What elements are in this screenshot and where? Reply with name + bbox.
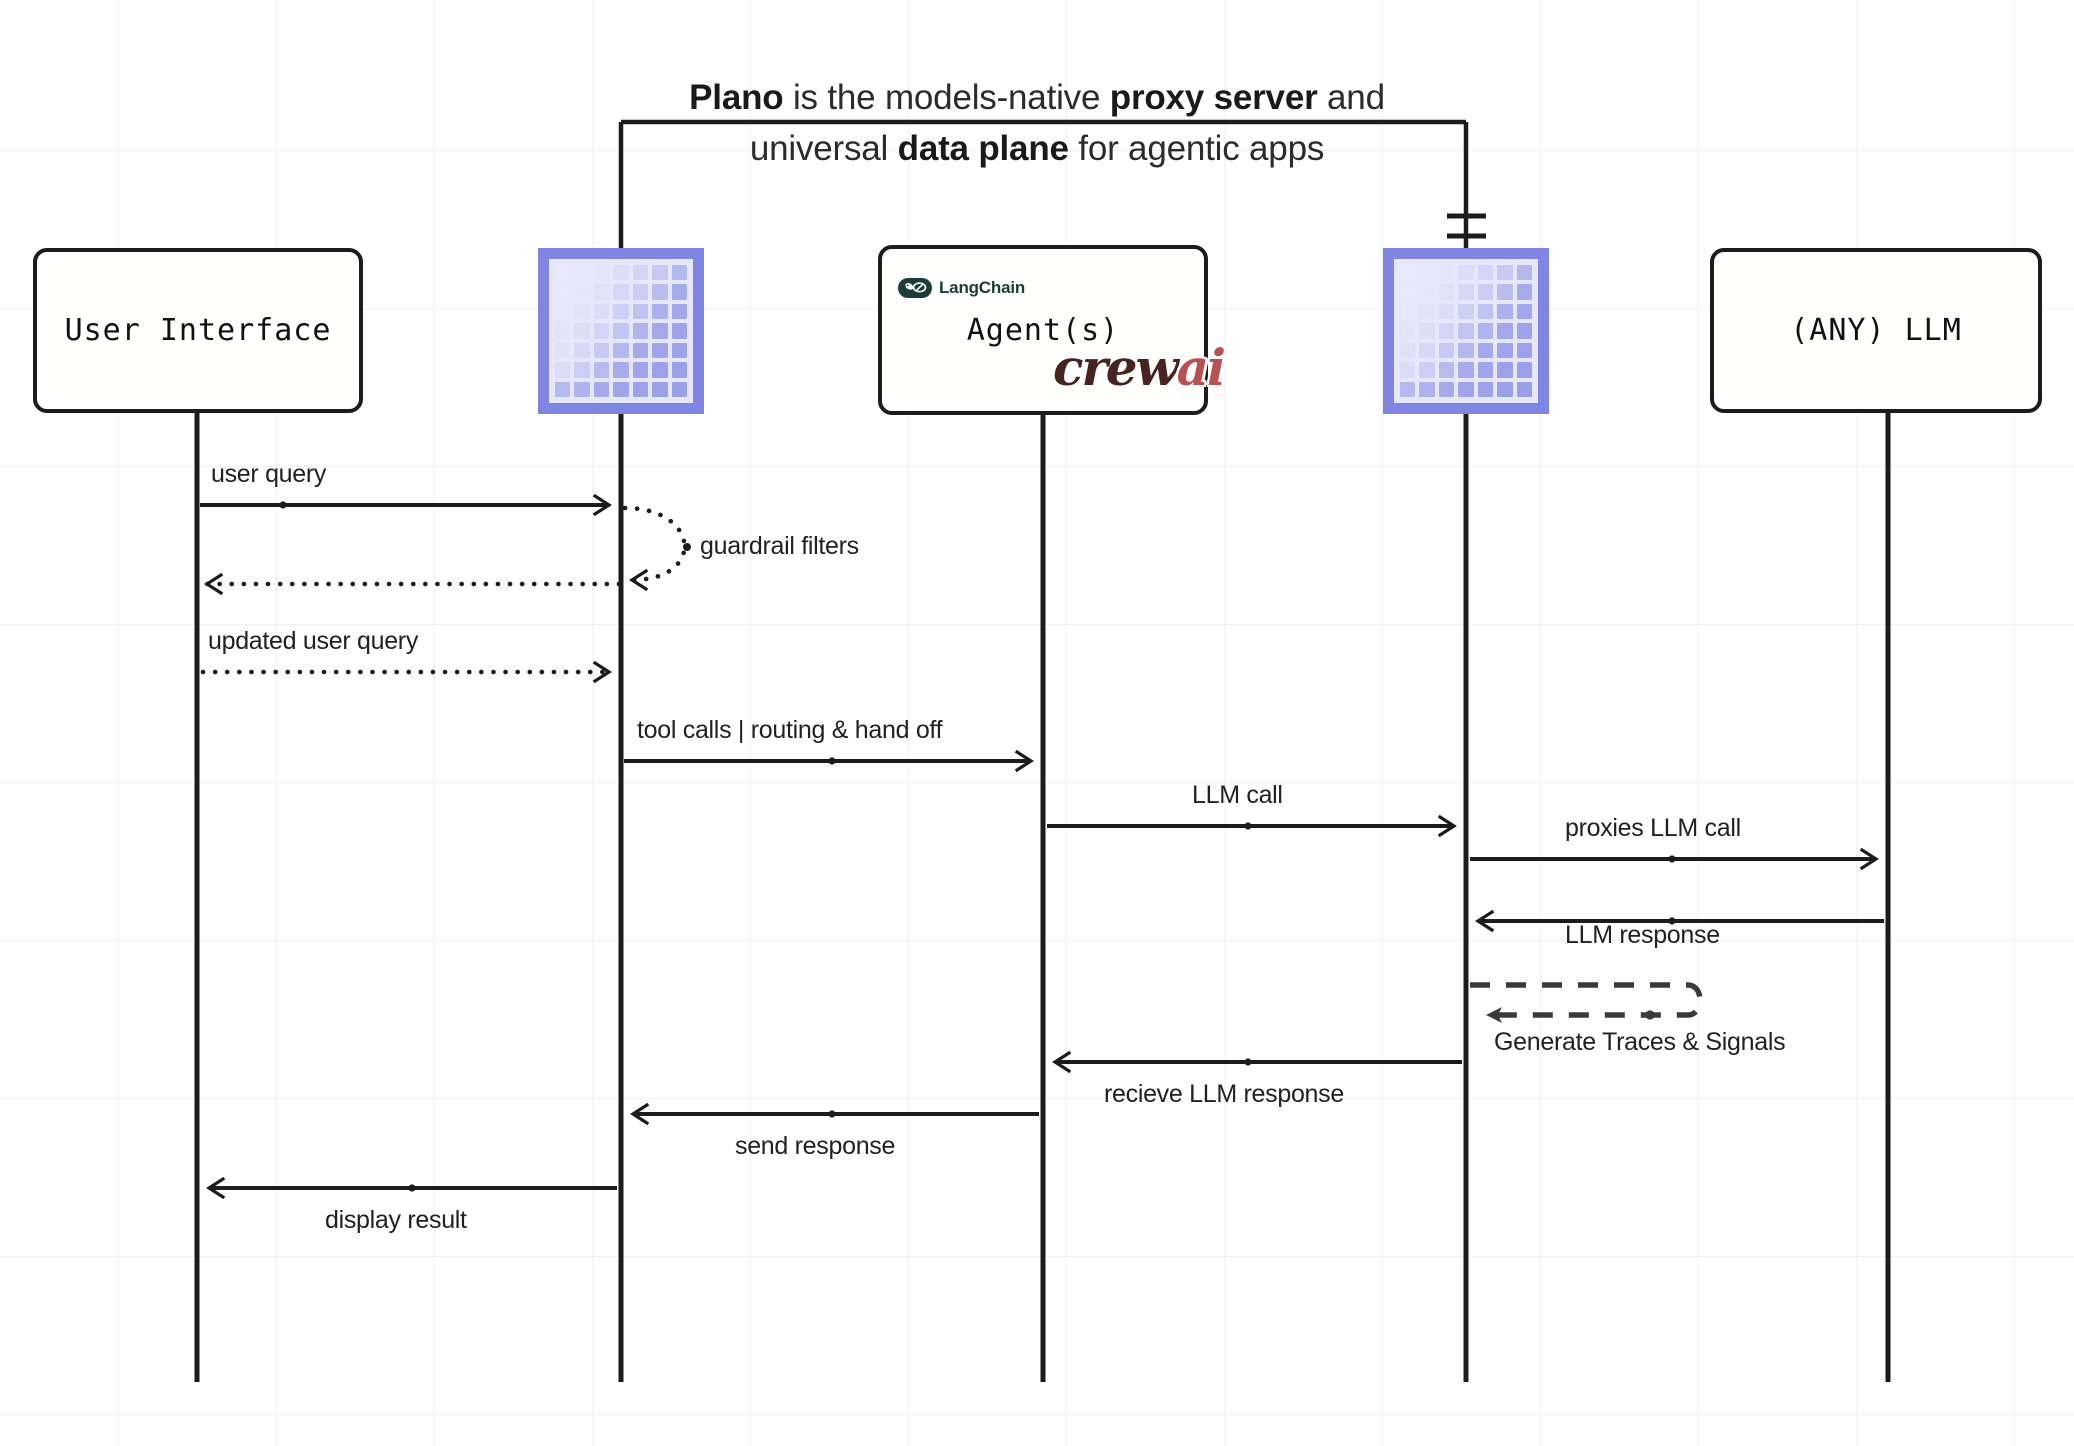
participant-agents[interactable]: Agent(s) bbox=[878, 245, 1208, 415]
arrow-midpoint-dot bbox=[1668, 855, 1676, 863]
message-label-guardrail-filters: guardrail filters bbox=[700, 532, 859, 560]
participant-user-interface[interactable]: User Interface bbox=[33, 248, 363, 413]
plano-grid-icon-right[interactable] bbox=[1383, 248, 1549, 414]
arrow-midpoint-dot bbox=[1668, 917, 1676, 925]
message-label-user-query: user query bbox=[211, 460, 327, 488]
lifelines bbox=[194, 412, 1891, 1382]
traces-midpoint-dot bbox=[1645, 1010, 1655, 1020]
diagram-title: Plano is the models-native proxy server … bbox=[0, 72, 2074, 174]
title-bold-data-plane: data plane bbox=[897, 129, 1069, 168]
arrow-midpoint-dot bbox=[828, 757, 836, 765]
langchain-badge: LangChain bbox=[898, 278, 1025, 298]
title-text-1: is the models-native bbox=[783, 78, 1110, 117]
title-line-2: universal data plane for agentic apps bbox=[0, 123, 2074, 174]
participant-label-agents: Agent(s) bbox=[966, 312, 1120, 348]
plano-bracket bbox=[618, 119, 1469, 250]
arrow-midpoint-dot bbox=[279, 501, 287, 509]
message-label-updated-user-query: updated user query bbox=[208, 627, 419, 655]
message-label-tool-calls-routing: tool calls | routing & hand off bbox=[637, 716, 943, 744]
arrow-midpoint-dot bbox=[1244, 1058, 1252, 1066]
langchain-parrot-icon bbox=[898, 278, 932, 298]
lifeline-break-symbol bbox=[1447, 213, 1486, 239]
crewai-label-red: ai bbox=[1176, 338, 1226, 397]
guardrail-midpoint-dot bbox=[683, 543, 691, 551]
title-bold-proxy-server: proxy server bbox=[1109, 78, 1318, 117]
message-label-llm-call: LLM call bbox=[1192, 781, 1283, 809]
arrow-midpoint-dot bbox=[1244, 822, 1252, 830]
arrow-midpoint-dot bbox=[828, 1110, 836, 1118]
participant-label-user-interface: User Interface bbox=[64, 313, 332, 348]
plano-grid-cells bbox=[549, 259, 693, 403]
message-label-proxies-llm-call: proxies LLM call bbox=[1565, 814, 1741, 842]
message-label-llm-response: LLM response bbox=[1565, 921, 1720, 949]
crewai-logo: crewai bbox=[1053, 343, 1226, 393]
message-label-send-response: send response bbox=[735, 1132, 896, 1160]
title-bold-plano: Plano bbox=[689, 78, 784, 117]
title-text-4: for agentic apps bbox=[1068, 129, 1325, 168]
crewai-label-dark: crew bbox=[1053, 338, 1179, 397]
plano-grid-icon-left[interactable] bbox=[538, 248, 704, 414]
participant-label-any-llm: (ANY) LLM bbox=[1790, 313, 1962, 348]
title-line-1: Plano is the models-native proxy server … bbox=[0, 72, 2074, 123]
arrow-midpoint-dot bbox=[408, 1184, 416, 1192]
title-text-2: and bbox=[1317, 78, 1385, 117]
plano-grid-cells bbox=[1394, 259, 1538, 403]
arrow-guardrail-filters bbox=[622, 505, 687, 580]
message-label-display-result: display result bbox=[325, 1206, 467, 1234]
langchain-label: LangChain bbox=[939, 278, 1026, 297]
message-label-recieve-llm-response: recieve LLM response bbox=[1104, 1080, 1344, 1108]
arrow-generate-traces-signals bbox=[1470, 982, 1703, 1023]
title-text-3: universal bbox=[749, 129, 898, 168]
message-label-generate-traces-signals: Generate Traces & Signals bbox=[1494, 1028, 1786, 1056]
participant-any-llm[interactable]: (ANY) LLM bbox=[1710, 248, 2042, 413]
